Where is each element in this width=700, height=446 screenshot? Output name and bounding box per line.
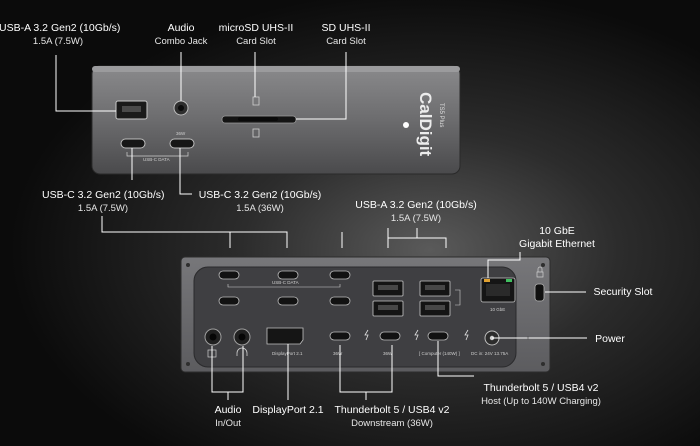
label-front-usbc-left: USB-C 3.2 Gen2 (10Gb/s) 1.5A (7.5W): [42, 189, 165, 215]
etched-computer-140w: [ Computer (140W) ]: [419, 351, 460, 356]
label-rear-audio: Audio In/Out: [208, 404, 248, 430]
label-sub: Card Slot: [326, 36, 366, 47]
rear-usbc-data-1[interactable]: [218, 270, 240, 280]
label-sub: Downstream (36W): [351, 418, 433, 429]
label-front-usba: USB-A 3.2 Gen2 (10Gb/s) 1.5A (7.5W): [0, 22, 121, 48]
label-ethernet: 10 GbE Gigabit Ethernet: [512, 225, 602, 251]
microsd-icon: [252, 96, 260, 106]
rear-panel: USB-C DATA 10 GbE DisplayPort 2.1: [180, 256, 551, 373]
etched-10gbe: 10 GbE: [490, 307, 505, 312]
etched-dc-in: DC in: 24V 13.75A: [471, 351, 508, 356]
model-name: TS5 Plus: [438, 103, 444, 127]
label-sub: In/Out: [215, 418, 241, 429]
label-sub: 1.5A (7.5W): [390, 213, 442, 224]
label-tb-host: Thunderbolt 5 / USB4 v2 Host (Up to 140W…: [476, 382, 606, 408]
callout-lines: [55, 52, 587, 400]
rear-usbc-data-5[interactable]: [277, 296, 299, 306]
label-sub: 1.5A (7.5W): [77, 203, 129, 214]
rear-usbc-data-4[interactable]: [218, 296, 240, 306]
label-tb-downstream: Thunderbolt 5 / USB4 v2 Downstream (36W): [330, 404, 454, 430]
label-title: Audio: [214, 404, 242, 416]
sd-icon: [252, 128, 260, 138]
brand-logo: CalDigit: [416, 92, 435, 157]
rear-usbc-data-2[interactable]: [277, 270, 299, 280]
etched-36w-b: 36W: [383, 351, 393, 356]
label-power: Power: [590, 333, 630, 346]
label-title: Audio: [167, 22, 195, 34]
label-title: DisplayPort 2.1: [252, 404, 324, 416]
label-title: USB-C 3.2 Gen2 (10Gb/s): [198, 189, 322, 201]
rear-usbc-data-3[interactable]: [329, 270, 351, 280]
label-title: Thunderbolt 5 / USB4 v2: [483, 382, 599, 394]
thunderbolt-icon: [464, 329, 469, 341]
label-title: USB-A 3.2 Gen2 (10Gb/s): [355, 199, 477, 211]
label-sub: Host (Up to 140W Charging): [481, 396, 601, 407]
label-sub: Gigabit Ethernet: [519, 238, 595, 250]
front-usbc-port-left[interactable]: [120, 138, 146, 149]
etched-36w-a: 36W: [333, 351, 343, 356]
label-sd: SD UHS-II Card Slot: [314, 22, 378, 48]
lock-icon: [536, 266, 544, 278]
label-title: Power: [595, 333, 625, 345]
thunderbolt-icon: [364, 329, 369, 341]
tb5-downstream-port-2[interactable]: [379, 331, 401, 341]
etched-usbc-data: USB-C DATA: [143, 157, 170, 162]
power-led: [403, 122, 409, 128]
label-front-audio: Audio Combo Jack: [144, 22, 218, 48]
front-usbc-port-right[interactable]: [169, 138, 195, 149]
thunderbolt-icon: [414, 329, 419, 341]
microsd-card-slot[interactable]: [238, 117, 278, 121]
etched-rear-usbc-data: USB-C DATA: [272, 280, 299, 285]
label-sub: Combo Jack: [154, 36, 208, 47]
label-title: USB-C 3.2 Gen2 (10Gb/s): [42, 189, 165, 201]
label-title: microSD UHS-II: [218, 22, 294, 34]
label-title: SD UHS-II: [321, 22, 371, 34]
tb5-host-port[interactable]: [427, 331, 449, 341]
headphone-icon: [236, 347, 248, 356]
label-title: 10 GbE: [539, 225, 575, 237]
security-slot[interactable]: [534, 283, 545, 302]
label-displayport: DisplayPort 2.1: [248, 404, 328, 417]
label-microsd: microSD UHS-II Card Slot: [212, 22, 300, 48]
label-front-usbc-right: USB-C 3.2 Gen2 (10Gb/s) 1.5A (36W): [198, 189, 322, 215]
etched-36w: 36W: [176, 131, 186, 136]
label-title: Thunderbolt 5 / USB4 v2: [334, 404, 450, 416]
label-title: USB-A 3.2 Gen2 (10Gb/s): [0, 22, 121, 34]
label-sub: 1.5A (36W): [236, 203, 284, 214]
front-panel: USB-C DATA 36W CalDigit TS5 Plus: [91, 65, 461, 175]
label-rear-usba: USB-A 3.2 Gen2 (10Gb/s) 1.5A (7.5W): [354, 199, 478, 225]
label-title: Security Slot: [593, 286, 653, 298]
label-sub: 1.5A (7.5W): [32, 36, 84, 47]
label-sub: Card Slot: [236, 36, 276, 47]
tb5-downstream-port-1[interactable]: [329, 331, 351, 341]
rear-usbc-data-6[interactable]: [329, 296, 351, 306]
label-security: Security Slot: [590, 286, 656, 299]
displayport-port[interactable]: [266, 327, 304, 345]
